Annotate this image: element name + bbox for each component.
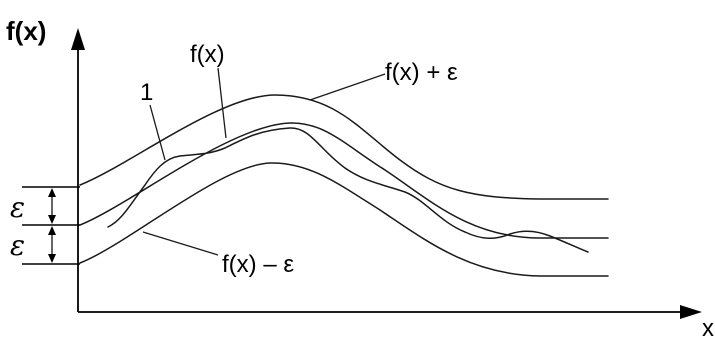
label-curve-1: 1 — [140, 79, 153, 106]
epsilon-label-bottom: ε — [10, 229, 25, 262]
f-curve — [79, 122, 609, 239]
epsilon-label-top: ε — [10, 191, 25, 224]
label-f-curve: f(x) — [190, 41, 225, 68]
x-axis-arrow — [680, 305, 702, 319]
y-axis-label: f(x) — [6, 16, 46, 46]
dim-arrow-up-1 — [48, 188, 56, 197]
lower-band-curve — [79, 162, 609, 277]
label-1-leader — [149, 104, 166, 161]
label-lower-leader — [142, 231, 219, 256]
dim-arrow-down-1 — [48, 215, 56, 224]
dim-arrow-up-2 — [48, 226, 56, 235]
label-lower-curve: f(x) – ε — [222, 251, 294, 278]
label-f-leader — [217, 67, 227, 139]
dim-arrow-down-2 — [48, 254, 56, 263]
x-axis-label: x — [702, 315, 714, 338]
approximation-curve-1 — [107, 127, 589, 253]
y-axis-arrow — [71, 28, 85, 50]
label-upper-leader — [309, 73, 386, 101]
upper-band-curve — [79, 94, 609, 200]
label-upper-curve: f(x) + ε — [385, 59, 458, 86]
